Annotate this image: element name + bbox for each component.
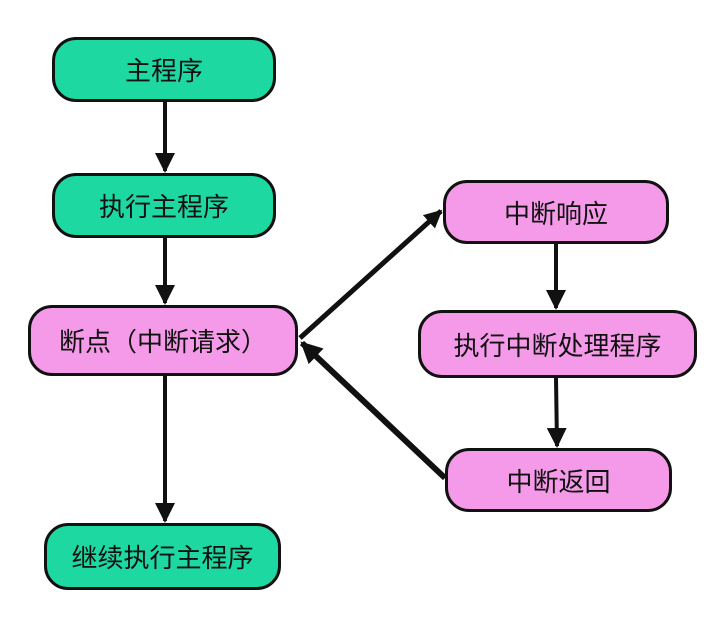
arrow-breakpoint-to-response [298, 209, 443, 340]
node-execute-main-label: 执行主程序 [98, 193, 229, 223]
node-main-program-label: 主程序 [124, 57, 203, 87]
node-continue-main-label: 继续执行主程序 [71, 544, 254, 574]
arrow-return-to-breakpoint [299, 340, 448, 481]
node-continue-main: 继续执行主程序 [44, 523, 281, 590]
node-breakpoint: 断点（中断请求） [28, 305, 298, 376]
node-execute-main: 执行主程序 [52, 173, 276, 238]
node-breakpoint-label: 断点（中断请求） [58, 328, 267, 358]
node-interrupt-response: 中断响应 [443, 180, 669, 244]
node-interrupt-return-label: 中断返回 [506, 467, 611, 498]
node-interrupt-handler-label: 执行中断处理程序 [453, 331, 662, 362]
node-interrupt-return: 中断返回 [445, 448, 672, 512]
node-interrupt-response-label: 中断响应 [503, 199, 608, 230]
node-main-program: 主程序 [52, 37, 276, 102]
arrow-handler-to-return [546, 377, 567, 448]
node-interrupt-handler: 执行中断处理程序 [418, 310, 697, 378]
